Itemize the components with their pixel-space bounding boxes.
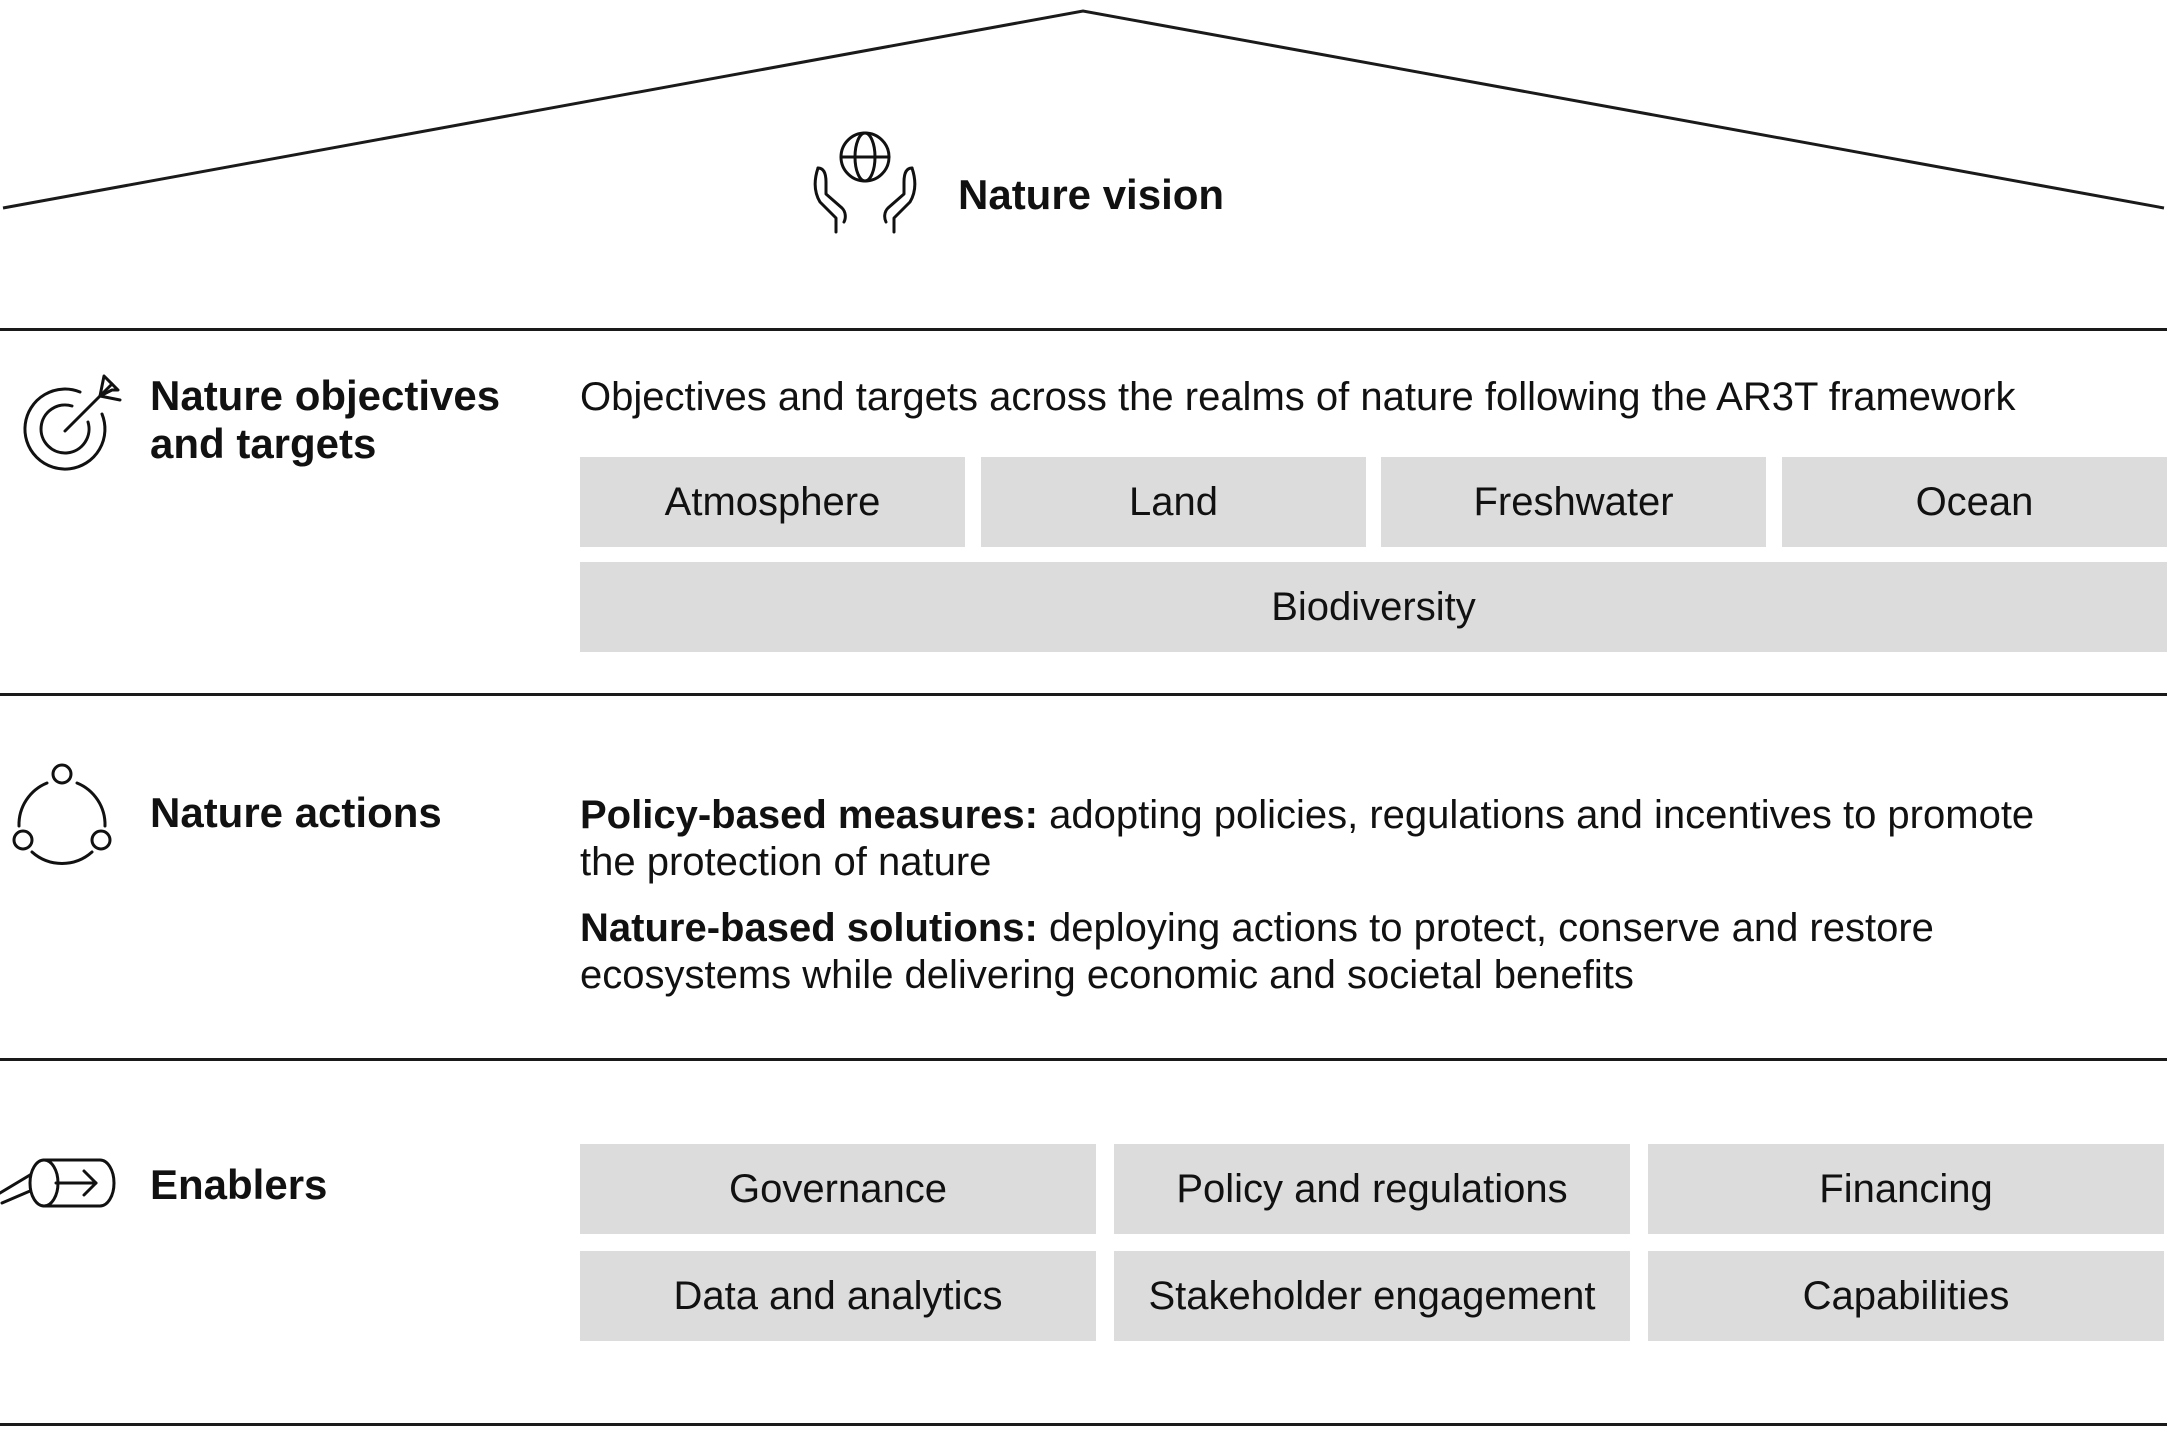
nature-based-solutions-text: deploying actions to protect, conserve a… — [580, 906, 1934, 997]
realm-box-atmosphere: Atmosphere — [580, 457, 965, 547]
divider-3 — [0, 1058, 2167, 1061]
enabler-box-data-analytics: Data and analytics — [580, 1251, 1096, 1341]
policy-measures-text: adopting policies, regulations and incen… — [580, 793, 2035, 884]
divider-4 — [0, 1423, 2167, 1426]
objectives-title-line1: Nature objectives — [150, 372, 501, 419]
realm-box-land: Land — [981, 457, 1366, 547]
policy-measures-label: Policy-based measures: — [580, 793, 1038, 837]
enabler-box-governance: Governance — [580, 1144, 1096, 1234]
enabler-box-financing: Financing — [1648, 1144, 2164, 1234]
target-with-arrow-icon — [23, 374, 122, 471]
nature-based-solutions-paragraph: Nature-based solutions: deploying action… — [580, 905, 2100, 999]
actions-title: Nature actions — [150, 789, 442, 836]
arrow-cylinder-icon — [0, 1158, 116, 1208]
hands-holding-globe-icon — [813, 131, 917, 234]
divider-2 — [0, 693, 2167, 696]
objectives-subtitle: Objectives and targets across the realms… — [580, 375, 2016, 419]
realm-box-ocean: Ocean — [1782, 457, 2167, 547]
divider-1 — [0, 328, 2167, 331]
nature-based-solutions-label: Nature-based solutions: — [580, 906, 1038, 950]
roof-outline — [2, 9, 2165, 210]
objectives-title-line2: and targets — [150, 420, 377, 467]
enabler-box-capabilities: Capabilities — [1648, 1251, 2164, 1341]
vision-title: Nature vision — [958, 171, 1225, 218]
enabler-box-stakeholder-engagement: Stakeholder engagement — [1114, 1251, 1630, 1341]
biodiversity-box: Biodiversity — [580, 562, 2167, 652]
objectives-title: Nature objectives and targets — [150, 372, 500, 468]
enablers-title: Enablers — [150, 1161, 328, 1208]
enabler-box-policy-regulations: Policy and regulations — [1114, 1144, 1630, 1234]
policy-measures-paragraph: Policy-based measures: adopting policies… — [580, 792, 2100, 886]
realm-box-freshwater: Freshwater — [1381, 457, 1766, 547]
cycle-icon — [12, 763, 112, 865]
